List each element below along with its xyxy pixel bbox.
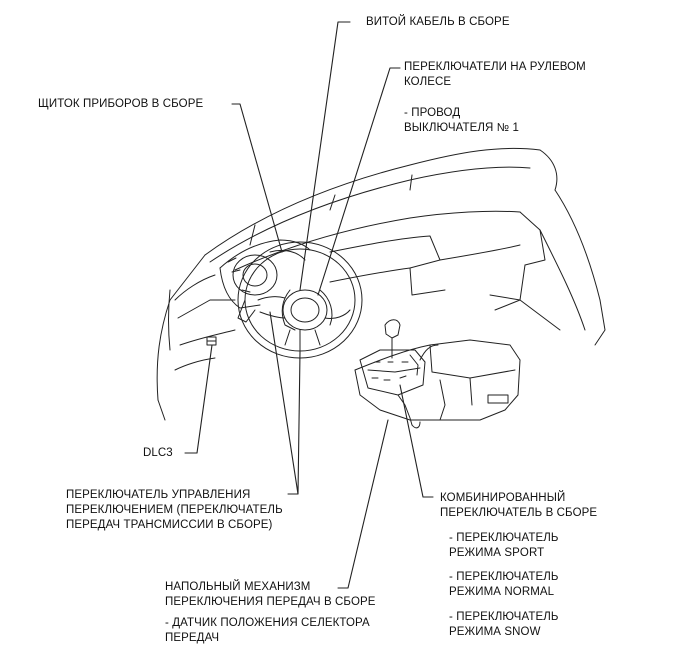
driver-side (156, 254, 236, 421)
label-snow-mode: - ПЕРЕКЛЮЧАТЕЛЬ РЕЖИМА SNOW (449, 611, 559, 638)
label-combined-switch: КОМБИНИРОВАННЫЙ ПЕРЕКЛЮЧАТЕЛЬ В СБОРЕ (440, 492, 598, 519)
label-combination-meter: ЩИТОК ПРИБОРОВ В СБОРЕ (38, 98, 204, 110)
windshield-outline (204, 147, 558, 263)
dlc3-connector (206, 336, 217, 346)
leader-lines (184, 21, 434, 589)
label-dlc3: DLC3 (143, 447, 173, 459)
label-normal-mode: - ПЕРЕКЛЮЧАТЕЛЬ РЕЖИМА NORMAL (449, 571, 559, 598)
steering-wheel-shape (237, 241, 363, 359)
label-switch-wire: - ПРОВОД ВЫКЛЮЧАТЕЛЯ № 1 (404, 107, 519, 134)
label-steering-switches: ПЕРЕКЛЮЧАТЕЛИ НА РУЛЕВОМ КОЛЕСЕ (404, 61, 586, 88)
shift-lever-shape (359, 319, 439, 429)
dashboard-top (234, 210, 546, 311)
passenger-side (489, 189, 606, 346)
label-spiral-cable: ВИТОЙ КАБЕЛЬ В СБОРЕ (366, 16, 510, 28)
label-floor-shift: НАПОЛЬНЫЙ МЕХАНИЗМ ПЕРЕКЛЮЧЕНИЯ ПЕРЕДАЧ … (165, 581, 376, 608)
label-paddle-switch: ПЕРЕКЛЮЧАТЕЛЬ УПРАВЛЕНИЯ ПЕРЕКЛЮЧЕНИЕМ (… (66, 489, 283, 531)
console-shape (354, 339, 521, 421)
cluster-shape (219, 239, 311, 323)
label-sport-mode: - ПЕРЕКЛЮЧАТЕЛЬ РЕЖИМА SPORT (449, 532, 559, 559)
label-shift-sensor: - ДАТЧИК ПОЛОЖЕНИЯ СЕЛЕКТОРА ПЕРЕДАЧ (165, 617, 370, 644)
